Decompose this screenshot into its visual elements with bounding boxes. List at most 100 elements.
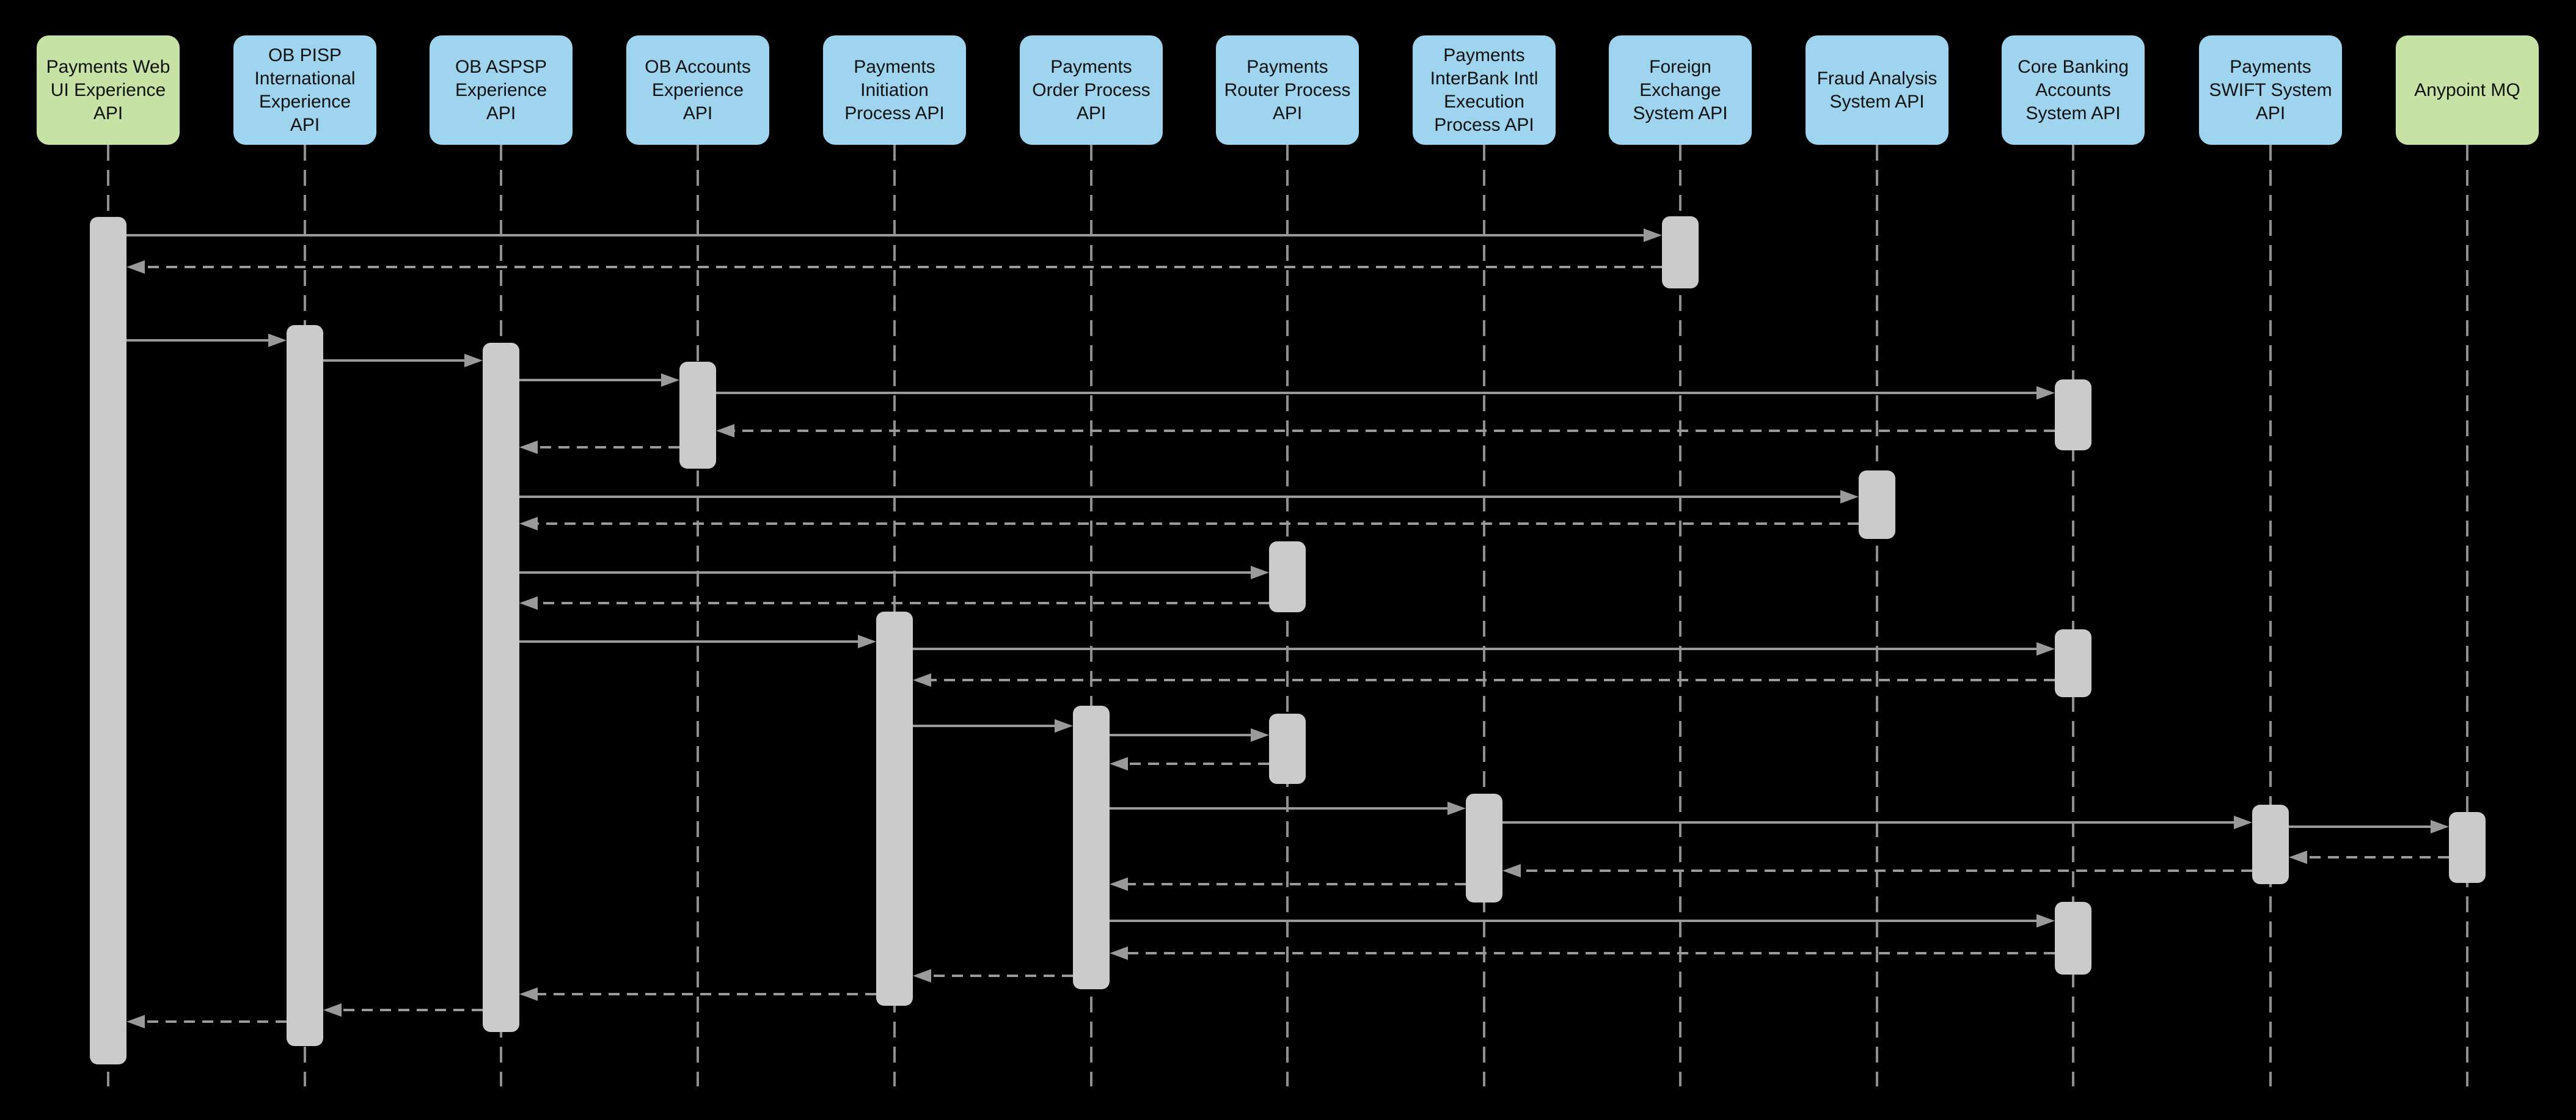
return-message-arrow-22-anypoint-mq-to-payments-swift-system-api: [2289, 851, 2449, 864]
activation-bar-10-core-banking-accounts-system-api: [2055, 629, 2091, 697]
arrowhead-icon: [519, 596, 538, 610]
participant-anypoint-mq: Anypoint MQ: [2396, 35, 2539, 145]
message-arrow-17-payments-order-process-api-to-payments-router-process-api: [1110, 728, 1269, 742]
arrowhead-icon: [913, 969, 931, 983]
message-arrow-14-payments-initiation-process-api-to-core-banking-accounts-system-api: [913, 642, 2055, 656]
arrowhead-icon: [1110, 757, 1128, 770]
activation-bar-1-payments-web-ui-experience-api: [90, 217, 126, 1064]
arrowhead-icon: [661, 373, 679, 387]
participant-box-payments-web-ui-experience-api: [37, 35, 180, 145]
return-message-arrow-29-ob-aspsp-experience-api-to-ob-pisp-international-experience-api: [323, 1003, 483, 1017]
activation-bar-3-ob-pisp-international-experience-api: [287, 325, 323, 1046]
participant-box-core-banking-accounts-system-api: [2002, 35, 2145, 145]
activation-bar-4-ob-aspsp-experience-api: [483, 343, 519, 1032]
arrowhead-icon: [2036, 914, 2055, 928]
participant-box-payments-initiation-process-api: [823, 35, 966, 145]
arrowhead-icon: [519, 517, 538, 530]
arrowhead-icon: [716, 424, 734, 437]
arrowhead-icon: [1055, 719, 1073, 733]
activation-bar-16-core-banking-accounts-system-api: [2055, 902, 2091, 975]
return-message-arrow-30-ob-pisp-international-experience-api-to-payments-web-ui-experience-api: [126, 1015, 287, 1028]
participant-box-fraud-analysis-system-api: [1806, 35, 1948, 145]
participant-box-payments-swift-system-api: [2199, 35, 2342, 145]
participant-box-ob-pisp-international-experience-api: [233, 35, 376, 145]
activation-bar-7-fraud-analysis-system-api: [1859, 470, 1895, 539]
arrowhead-icon: [126, 1015, 145, 1028]
activation-bar-15-anypoint-mq: [2449, 812, 2486, 883]
arrowhead-icon: [1502, 864, 1521, 877]
arrowhead-icon: [268, 334, 287, 347]
participant-box-payments-order-process-api: [1020, 35, 1163, 145]
activation-bar-6-core-banking-accounts-system-api: [2055, 379, 2091, 450]
return-message-arrow-28-payments-initiation-process-api-to-ob-aspsp-experience-api: [519, 987, 876, 1001]
arrowhead-icon: [1251, 566, 1269, 579]
message-arrow-13-ob-aspsp-experience-api-to-payments-initiation-process-api: [519, 635, 876, 648]
arrowhead-icon: [913, 673, 931, 687]
arrowhead-icon: [1110, 877, 1128, 891]
participant-box-payments-interbank-intl-execution-process-api: [1413, 35, 1556, 145]
arrowhead-icon: [519, 441, 538, 454]
return-message-arrow-26-core-banking-accounts-system-api-to-payments-order-process-api: [1110, 946, 2055, 960]
participant-box-foreign-exchange-system-api: [1609, 35, 1752, 145]
arrowhead-icon: [126, 260, 145, 274]
message-arrow-4-ob-pisp-international-experience-api-to-ob-aspsp-experience-api: [323, 354, 483, 367]
return-message-arrow-18-payments-router-process-api-to-payments-order-process-api: [1110, 757, 1269, 770]
message-arrow-16-payments-initiation-process-api-to-payments-order-process-api: [913, 719, 1073, 733]
arrowhead-icon: [464, 354, 483, 367]
arrowhead-icon: [2289, 851, 2307, 864]
arrowhead-icon: [1644, 229, 1662, 242]
activation-bar-9-payments-initiation-process-api: [876, 612, 913, 1006]
participant-box-payments-router-process-api: [1216, 35, 1359, 145]
activation-bar-11-payments-order-process-api: [1073, 706, 1110, 989]
participant-label-anypoint-mq: Anypoint MQ: [2414, 80, 2520, 100]
activation-bar-13-payments-interbank-intl-execution-process-api: [1466, 794, 1502, 902]
message-arrow-19-payments-order-process-api-to-payments-interbank-intl-execution-process-api: [1110, 802, 1466, 815]
arrowhead-icon: [1840, 490, 1859, 503]
activation-bar-8-payments-router-process-api: [1269, 541, 1306, 612]
arrowhead-icon: [2036, 642, 2055, 656]
return-message-arrow-2-foreign-exchange-system-api-to-payments-web-ui-experience-api: [126, 260, 1662, 274]
message-arrow-21-payments-swift-system-api-to-anypoint-mq: [2289, 820, 2449, 833]
message-arrow-5-ob-aspsp-experience-api-to-ob-accounts-experience-api: [519, 373, 679, 387]
arrowhead-icon: [2431, 820, 2449, 833]
activation-bar-12-payments-router-process-api: [1269, 714, 1306, 784]
arrowhead-icon: [1251, 728, 1269, 742]
activation-bar-2-foreign-exchange-system-api: [1662, 216, 1699, 288]
activation-bar-14-payments-swift-system-api: [2252, 805, 2289, 884]
message-arrow-6-ob-accounts-experience-api-to-core-banking-accounts-system-api: [716, 386, 2055, 400]
participant-box-ob-aspsp-experience-api: [430, 35, 573, 145]
arrowhead-icon: [858, 635, 876, 648]
return-message-arrow-23-payments-swift-system-api-to-payments-interbank-intl-execution-process-api: [1502, 864, 2252, 877]
message-arrow-1-payments-web-ui-experience-api-to-foreign-exchange-system-api: [126, 229, 1662, 242]
message-arrow-9-ob-aspsp-experience-api-to-fraud-analysis-system-api: [519, 490, 1859, 503]
arrowhead-icon: [1110, 946, 1128, 960]
participant-box-anypoint-mq: [2396, 35, 2539, 145]
return-message-arrow-24-payments-interbank-intl-execution-process-api-to-payments-order-process-api: [1110, 877, 1466, 891]
return-message-arrow-10-fraud-analysis-system-api-to-ob-aspsp-experience-api: [519, 517, 1859, 530]
arrowhead-icon: [2036, 386, 2055, 400]
return-message-arrow-15-core-banking-accounts-system-api-to-payments-initiation-process-api: [913, 673, 2055, 687]
return-message-arrow-8-ob-accounts-experience-api-to-ob-aspsp-experience-api: [519, 441, 679, 454]
return-message-arrow-7-core-banking-accounts-system-api-to-ob-accounts-experience-api: [716, 424, 2055, 437]
